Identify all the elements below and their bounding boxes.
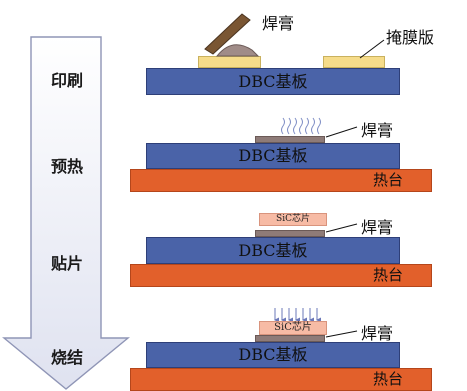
solder-callout-3: 焊膏 [361, 218, 394, 237]
solder-paste-4 [255, 335, 325, 342]
heater-label-3: 热台 [372, 266, 403, 284]
dbc-substrate-2: DBC基板 [146, 143, 400, 169]
step-print-label: 印刷 [50, 71, 83, 90]
heater-4: 热台 [130, 368, 432, 391]
step-sinter-label: 烧结 [50, 348, 83, 367]
sic-chip-4: SiC芯片 [259, 321, 327, 335]
stencil-callout: 掩膜版 [386, 28, 435, 47]
sic-chip-3: SiC芯片 [259, 213, 327, 226]
dbc-substrate-3: DBC基板 [146, 237, 400, 264]
solder-paste-3 [255, 230, 325, 237]
heater-label-4: 热台 [372, 370, 403, 388]
solder-callout-1: 焊膏 [262, 14, 295, 33]
dbc-substrate-4: DBC基板 [146, 342, 400, 368]
solder-paste-2 [255, 136, 325, 143]
dbc-substrate-1: DBC基板 [146, 68, 400, 95]
step-preheat-label: 预热 [50, 157, 83, 176]
solder-callout-4: 焊膏 [361, 324, 394, 343]
stencil-right [323, 56, 385, 68]
heater-2: 热台 [130, 169, 432, 192]
heater-label-2: 热台 [372, 171, 403, 189]
heater-3: 热台 [130, 264, 432, 287]
step-mount-label: 贴片 [50, 254, 83, 273]
solder-callout-2: 焊膏 [361, 121, 394, 140]
